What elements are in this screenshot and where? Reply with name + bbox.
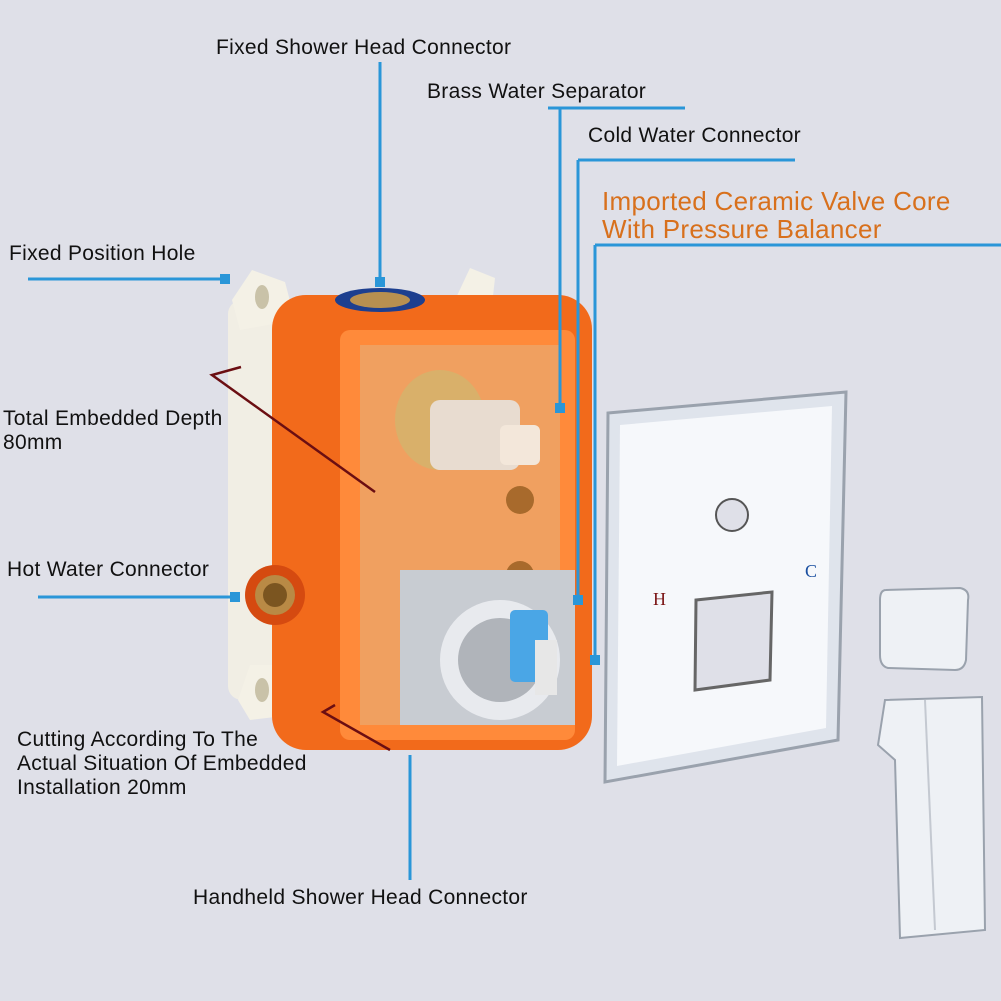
label-cutting-line2: Actual Situation Of Embedded [17, 752, 307, 775]
valve-box [245, 288, 592, 750]
cold-mark: C [805, 561, 817, 581]
dimension-lines [209, 365, 391, 752]
label-hot-water-connector: Hot Water Connector [7, 558, 210, 581]
leader-markers [220, 274, 600, 665]
label-total-depth-line1: Total Embedded Depth [3, 407, 223, 430]
label-ceramic-core-line2: With Pressure Balancer [602, 214, 882, 244]
leader-lines [28, 62, 1001, 880]
lever-handle [876, 695, 987, 940]
label-ceramic-core-line1: Imported Ceramic Valve Core [602, 186, 951, 216]
label-cutting-line3: Installation 20mm [17, 776, 187, 799]
label-fixed-position-hole: Fixed Position Hole [9, 242, 196, 265]
label-handheld-shower-head-connector: Handheld Shower Head Connector [193, 886, 528, 909]
label-cold-water-connector: Cold Water Connector [588, 124, 801, 147]
cover-plate: H C [603, 390, 848, 784]
label-total-depth-line2: 80mm [3, 431, 63, 454]
label-cutting-line1: Cutting According To The [17, 728, 259, 751]
hot-mark: H [653, 589, 666, 609]
label-fixed-shower-head-connector: Fixed Shower Head Connector [216, 36, 512, 59]
label-brass-water-separator: Brass Water Separator [427, 80, 647, 103]
diverter-knob [879, 586, 970, 672]
